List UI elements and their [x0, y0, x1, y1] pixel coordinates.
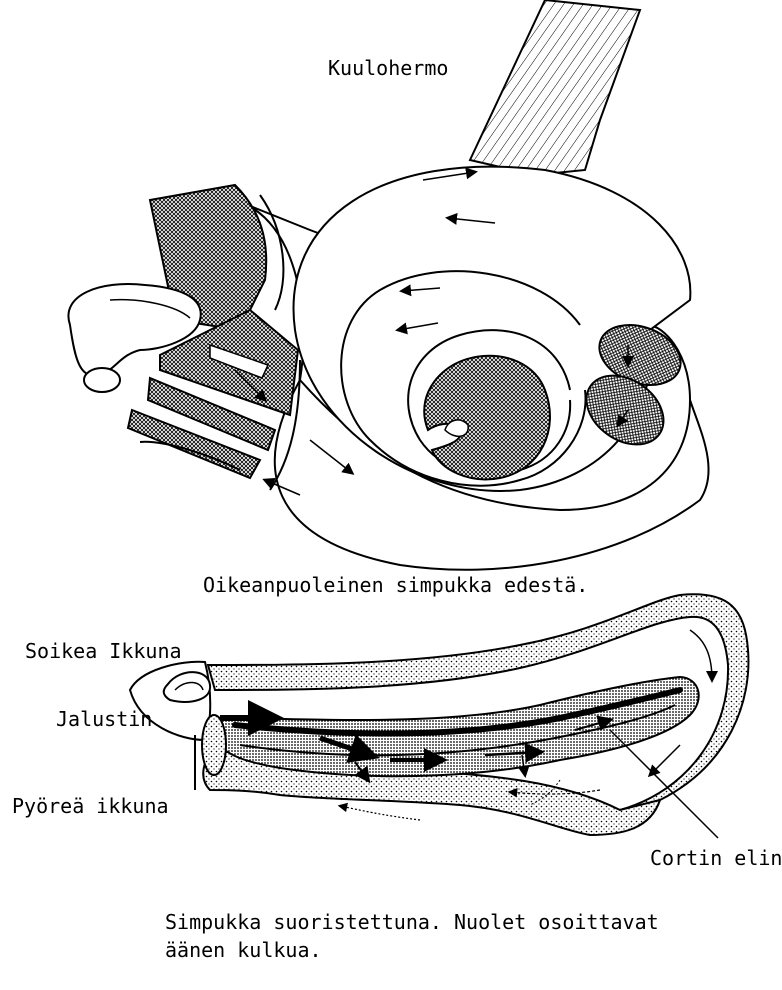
cochlea-straightened — [130, 594, 748, 838]
auditory-nerve — [470, 0, 640, 175]
label-round-window: Pyöreä ikkuna — [12, 796, 169, 816]
cochlea-front-view — [68, 0, 708, 570]
caption-bottom-line2: äänen kulkua. — [165, 940, 322, 960]
round-window — [202, 715, 226, 775]
label-oval-window: Soikea Ikkuna — [25, 641, 182, 661]
cochlea-apex — [424, 356, 550, 480]
caption-bottom-line1: Simpukka suoristettuna. Nuolet osoittava… — [165, 912, 659, 932]
label-stapes: Jalustin — [56, 709, 152, 729]
label-organ-of-corti: Cortin elin — [650, 848, 782, 868]
caption-top: Oikeanpuoleinen simpukka edestä. — [203, 575, 588, 595]
label-auditory-nerve: Kuulohermo — [328, 58, 448, 78]
